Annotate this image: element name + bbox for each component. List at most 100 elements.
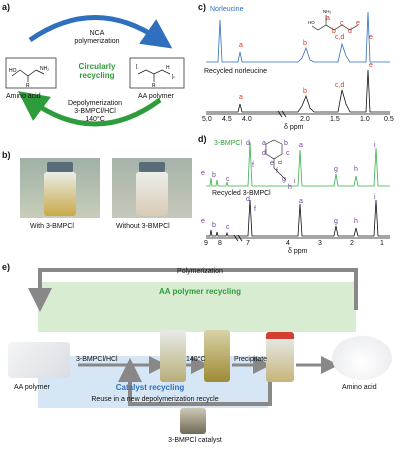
- d-struct-e: e: [270, 160, 274, 167]
- precipitate-text: Precipitate: [234, 356, 268, 363]
- without-catalyst-caption: Without 3-BMPCl: [116, 223, 170, 230]
- circular-recycling-text: Circularly recycling: [62, 62, 132, 80]
- svg-text:]ₙ: ]ₙ: [172, 74, 175, 80]
- amino-acid-caption-e: Amino acid: [342, 384, 377, 391]
- svg-text:HO: HO: [308, 20, 315, 25]
- d-top-peak-f: f: [252, 162, 254, 169]
- polymerization-text: Polymerization: [177, 268, 223, 275]
- svg-text:[: [: [136, 64, 138, 70]
- panel-e-flow: [28, 268, 358, 406]
- photo-with-catalyst: [20, 158, 100, 218]
- c-bot-peak-b: b: [303, 88, 307, 95]
- bottom-arrow-line-2: 3-BMPCl/HCl: [74, 108, 116, 115]
- d-top-peak-d: d: [246, 140, 250, 147]
- c-tick-1: 5.0: [202, 116, 212, 123]
- bottom-arrow-line-3: 140°C: [85, 116, 105, 123]
- d-top-peak-c: c: [226, 176, 230, 183]
- aa-recycling-title: AA polymer recycling: [159, 287, 241, 296]
- top-arrow-text: NCA polymerization: [62, 30, 132, 46]
- panel-c-spectra: HO NH₂: [206, 9, 390, 118]
- photo-without-catalyst: [112, 158, 192, 218]
- vial-photo-3: [266, 332, 294, 382]
- vial-photo-2: [204, 330, 230, 382]
- recycled-norleucine-title: Recycled norleucine: [204, 68, 268, 75]
- polymerization-loop-arrow: [28, 268, 358, 312]
- d-bot-peak-f: f: [254, 206, 256, 213]
- catalyst-photo: [180, 408, 206, 434]
- d-struct-b: b: [284, 140, 288, 147]
- svg-text:H: H: [166, 65, 170, 71]
- aa-polymer-caption: AA polymer: [138, 93, 174, 100]
- d-bot-peak-d: d: [246, 196, 250, 203]
- panel-a-cycle: HO NH₂ R [ ]ₙ R H: [5, 15, 185, 127]
- d-bot-peak-i: i: [374, 194, 376, 201]
- d-tick-1: 9: [204, 240, 208, 247]
- d-tick-7: 1: [380, 240, 384, 247]
- c-top-peak-cd: c,d: [335, 34, 345, 41]
- d-top-peak-a: a: [299, 142, 303, 149]
- catalyst-loop-arrow: [118, 358, 272, 406]
- c-top-peak-a: a: [239, 42, 243, 49]
- c-struct-a: a: [326, 15, 330, 22]
- d-top-peak-e: e: [201, 170, 205, 177]
- c-xlabel: δ ppm: [284, 124, 304, 131]
- c-tick-7: 0.5: [384, 116, 394, 123]
- svg-text:R: R: [26, 83, 30, 89]
- svg-text:Cl: Cl: [278, 160, 282, 165]
- d-bot-peak-e: e: [201, 218, 205, 225]
- d-bot-peak-a: a: [299, 198, 303, 205]
- c-struct-e: e: [356, 20, 360, 27]
- amino-acid-box: [5, 57, 57, 89]
- d-tick-6: 2: [350, 240, 354, 247]
- d-tick-3: 7: [246, 240, 250, 247]
- d-bot-peak-b: b: [212, 222, 216, 229]
- svg-text:R: R: [152, 83, 156, 89]
- d-tick-2: 8: [218, 240, 222, 247]
- d-bot-peak-g: g: [334, 218, 338, 225]
- d-top-peak-g: g: [334, 166, 338, 173]
- aa-polymer-caption-e: AA polymer: [14, 384, 50, 391]
- svg-text:HO: HO: [9, 68, 17, 74]
- recycled-bmpcl-title: Recycled 3-BMPCl: [212, 190, 271, 197]
- norleucine-title: Norleucine: [210, 6, 244, 13]
- d-struct-f: f: [276, 168, 278, 175]
- bottom-arrow-text: Depolymerization 3-BMPCl/HCl 140°C: [55, 100, 135, 124]
- d-xlabel: δ ppm: [288, 248, 308, 255]
- bottom-arrow-line-1: Depolymerization: [67, 100, 123, 107]
- c-bot-peak-cd: c,d: [335, 82, 345, 89]
- c-bot-peak-e: e: [369, 62, 373, 69]
- top-arrow-line-2: polymerization: [74, 38, 120, 45]
- panel-e-label: e): [2, 262, 11, 272]
- c-struct-b: b: [332, 28, 336, 35]
- norleucine-spectrum: [206, 11, 390, 63]
- d-bot-peak-h: h: [354, 218, 358, 225]
- c-tick-6: 1.0: [360, 116, 370, 123]
- top-blue-arrow: [28, 15, 173, 49]
- bmpcl-spectrum: [206, 141, 390, 187]
- panel-a-label: a): [2, 2, 11, 12]
- bmpcl-title: 3-BMPCl: [214, 140, 243, 147]
- catalyst-caption: 3-BMPCl catalyst: [168, 437, 222, 444]
- recycled-bmpcl-spectrum: [206, 199, 390, 237]
- c-top-peak-b: b: [303, 40, 307, 47]
- temperature-text: 140°C: [186, 356, 206, 363]
- c-struct-d: d: [348, 28, 352, 35]
- panel-c-label: c): [198, 2, 207, 12]
- amino-acid-caption: Amino acid: [6, 93, 41, 100]
- svg-text:NH₂: NH₂: [40, 66, 49, 72]
- c-bot-peak-a: a: [239, 94, 243, 101]
- panel-d-spectra: Cl: [206, 139, 390, 242]
- d-struct-h: h: [288, 184, 292, 191]
- d-tick-5: 3: [318, 240, 322, 247]
- d-top-peak-h: h: [354, 166, 358, 173]
- center-line-2: recycling: [79, 71, 115, 80]
- d-tick-4: 4: [286, 240, 290, 247]
- c-tick-2: 4.5: [222, 116, 232, 123]
- d-struct-i: i: [294, 178, 296, 185]
- amino-acid-photo: [332, 336, 392, 380]
- reagent-text: 3-BMPCl/HCl: [76, 356, 118, 363]
- recycled-norleucine-spectrum: [206, 69, 390, 113]
- bottom-green-arrow: [17, 91, 162, 127]
- reuse-text: Reuse in a new depolymerization recycle: [91, 396, 219, 403]
- d-struct-c: c: [286, 150, 290, 157]
